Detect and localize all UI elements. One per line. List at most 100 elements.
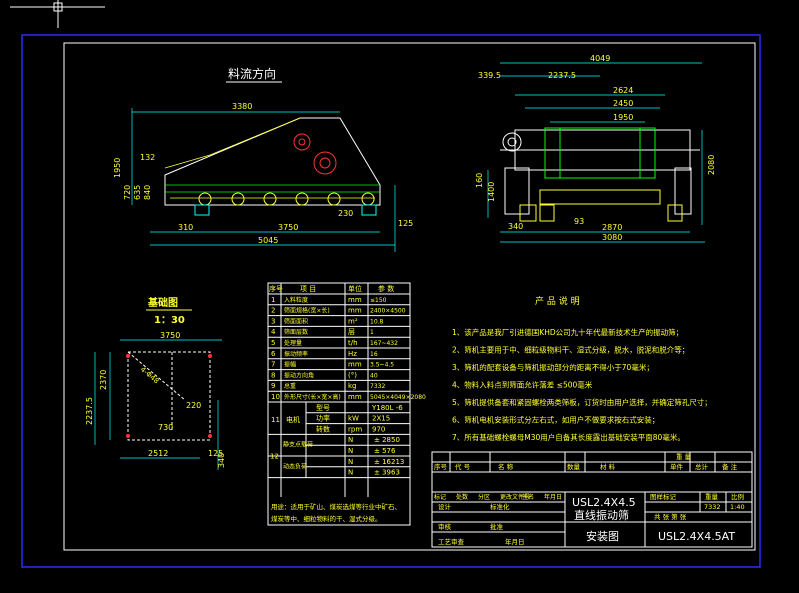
spec-row-unit: t/h: [348, 339, 358, 347]
spec-row-item: 筛面面积: [284, 317, 308, 325]
std-label: 标准化: [490, 502, 510, 511]
foundation-plan: 基础图 1：30 3750 2370 2237.5 730 220 2512 3…: [85, 296, 226, 470]
spec-row-item: 筛面规格(宽×长): [284, 307, 330, 315]
end-dim-1: 339.5: [478, 71, 501, 80]
spec-row-unit: kg: [348, 382, 357, 390]
load-row-value: ± 16213: [374, 458, 404, 466]
spec-row-value: 10.8: [370, 318, 384, 325]
load-row-value: ± 3963: [374, 469, 400, 477]
spec-row-unit: mm: [348, 393, 362, 401]
sign-col-label: 更改文件号: [500, 493, 530, 501]
spec-row-no: 3: [271, 317, 275, 325]
motor-row-unit: kW: [348, 415, 359, 423]
spec-row-item: 总重: [284, 382, 296, 390]
end-dim-2: 2237.5: [548, 71, 576, 80]
side-dim-10: 125: [398, 219, 413, 228]
product-name: 直线振动筛: [574, 508, 629, 522]
spec-row-unit: mm: [348, 361, 362, 369]
spec-row-unit: Hz: [348, 350, 357, 358]
end-view: 4049 339.5 2237.5 2624 2450 1950 2080 16…: [475, 54, 716, 243]
role-1: 审核: [438, 522, 452, 531]
spec-usage: 用途：适用于矿山、煤炭选煤等行业中矿石、 煤炭等中、细粒物料的干、湿式分级。: [271, 502, 403, 523]
note-item: 5、筛机提供备套和紧固螺栓两类筛板，订货时由用户选择，并确定筛孔尺寸；: [452, 397, 712, 407]
role-0: 设计: [438, 502, 452, 511]
motor-row-unit: rpm: [348, 425, 362, 433]
sign-col-label: 分区: [478, 493, 490, 501]
side-dim-3: 720: [123, 185, 132, 200]
note-item: 1、该产品是我厂引进德国KHD公司九十年代最新技术生产的振动筛；: [452, 327, 683, 337]
spec-row-no: 5: [271, 339, 275, 347]
spec-header-3: 参 数: [378, 284, 394, 293]
sign-col-label: 标记: [434, 493, 446, 501]
side-dim-0: 3380: [232, 102, 252, 111]
side-dim-9: 230: [338, 209, 353, 218]
crosshair-cursor-icon: [10, 0, 105, 28]
spec-row-value: 1: [370, 329, 374, 336]
spec-row-unit: mm: [348, 307, 362, 315]
spec-row-value: 2400×4500: [370, 308, 406, 315]
approve-label: 批准: [490, 522, 504, 531]
note-item: 2、筛机主要用于中、细粒级物料干、湿式分级，脱水，脱泥和脱介等；: [452, 345, 689, 355]
spec-row-no: 6: [271, 350, 276, 358]
side-dim-7: 3750: [278, 223, 298, 232]
note-item: 7、所有基础螺栓螺母M30用户自备其长度露出基础安装平面80毫米。: [452, 432, 685, 442]
side-dim-2: 132: [140, 153, 155, 162]
side-dim-4: 635: [133, 185, 142, 200]
spec-row-item: 处理量: [284, 339, 302, 347]
end-dim-12: 3080: [602, 233, 622, 242]
role-2: 工艺审查: [438, 537, 465, 546]
spec-row-item: 振动方向角: [284, 371, 314, 379]
notes-title: 产 品 说 明: [535, 295, 580, 307]
sheet-text: 共 张 第 张: [654, 512, 687, 521]
spec-row-value: 167~432: [370, 340, 398, 347]
end-dim-3: 2624: [613, 86, 633, 95]
foundation-title: 基础图: [147, 296, 178, 309]
side-dim-1: 1950: [113, 158, 122, 178]
rev-hdr-1: 代 号: [455, 462, 471, 471]
spec-row-value: 40: [370, 372, 378, 379]
found-dim-4: 220: [186, 401, 201, 410]
side-view: 料流方向 3380 1950 132 720 635 840 3: [113, 66, 413, 252]
found-dim-3: 730: [158, 423, 173, 432]
drawing-name: 安装图: [586, 529, 619, 543]
spec-row-unit: mm: [348, 296, 362, 304]
spec-row-no: 10: [271, 393, 280, 401]
end-dim-4: 2450: [613, 99, 633, 108]
outer-frame: [21, 34, 761, 568]
spec-row-item: 外形尺寸(长×宽×高): [284, 393, 341, 401]
title-block: 序号 代 号 名 称 数量 材 料 单件 总计 备 注 重 量 标记处数分区更改…: [431, 451, 753, 548]
found-dim-1: 2370: [99, 370, 108, 390]
end-dim-8: 1400: [487, 182, 496, 202]
load-group: 静支点载荷: [283, 440, 313, 448]
load-no: 12: [270, 452, 279, 460]
rev-hdr-6: 总计: [695, 462, 709, 471]
note-item: 3、筛机的配套设备与筛机振动部分的距离不得小于70毫米；: [452, 362, 654, 372]
spec-row-item: 振动频率: [284, 350, 308, 358]
spec-header-2: 单位: [348, 284, 362, 293]
rev-hdr-3: 数量: [567, 462, 581, 471]
sign-col-label: 处数: [456, 493, 468, 501]
load-row-value: ± 2850: [374, 436, 400, 444]
spec-row-item: 筛面层数: [284, 328, 308, 336]
end-dim-7: 160: [475, 173, 484, 188]
found-dim-5: 2512: [148, 449, 168, 458]
found-dim-2: 2237.5: [85, 397, 94, 425]
weight-label: 重 量: [676, 453, 692, 461]
spec-row-value: 16: [370, 351, 378, 358]
motor-label: 电机: [286, 415, 300, 424]
load-row-unit: N: [348, 469, 353, 477]
load-row-unit: N: [348, 447, 353, 455]
inner-frame: [63, 42, 756, 551]
stage-label: 图样标记: [650, 492, 677, 501]
end-dim-10: 93: [574, 217, 584, 226]
spec-row-unit: m²: [348, 317, 358, 325]
rev-hdr-7: 备 注: [722, 462, 738, 471]
rev-hdr-2: 名 称: [498, 462, 514, 471]
end-dim-9: 340: [508, 222, 523, 231]
end-dim-5: 1950: [613, 113, 633, 122]
drawing-number: USL2.4X4.5AT: [658, 530, 735, 543]
weight-value: 7332: [704, 503, 721, 511]
product-notes: 产 品 说 明 1、该产品是我厂引进德国KHD公司九十年代最新技术生产的振动筛；…: [452, 295, 712, 442]
date-label: 年月日: [505, 537, 525, 546]
